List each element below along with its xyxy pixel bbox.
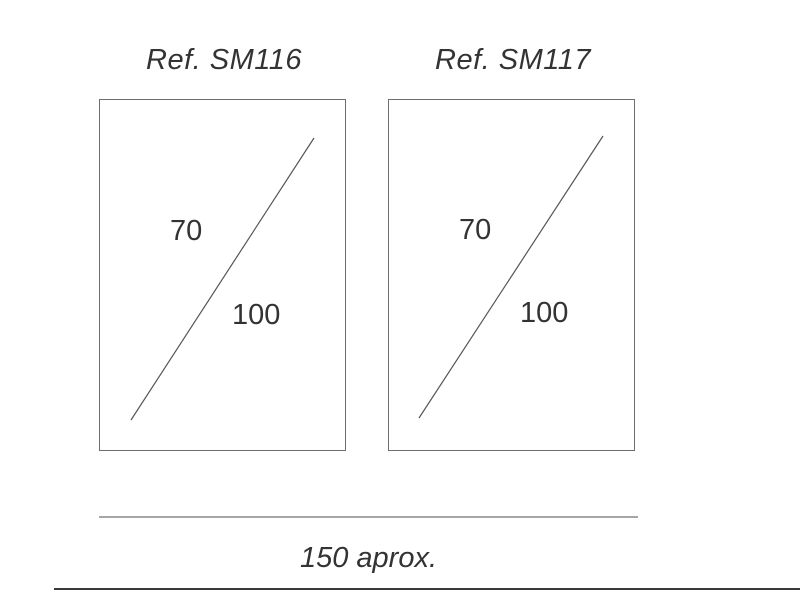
panel-1-height-label: 70 <box>170 215 203 247</box>
panel-1-width-label: 100 <box>232 299 281 331</box>
panel-1-diagonal <box>130 137 315 421</box>
total-width-label: 150 aprox. <box>299 542 438 574</box>
panel-2-diagonal <box>418 135 604 419</box>
panel-2-height-label: 70 <box>459 214 492 246</box>
panel-1-ref-title: Ref. SM116 <box>146 44 302 76</box>
panel-2-ref-title: Ref. SM117 <box>435 44 591 76</box>
panel-2-width-label: 100 <box>520 297 569 329</box>
panel-2-frame <box>388 99 635 451</box>
bottom-edge-line <box>54 588 800 590</box>
total-width-rule <box>99 516 638 518</box>
panel-1-frame <box>99 99 346 451</box>
